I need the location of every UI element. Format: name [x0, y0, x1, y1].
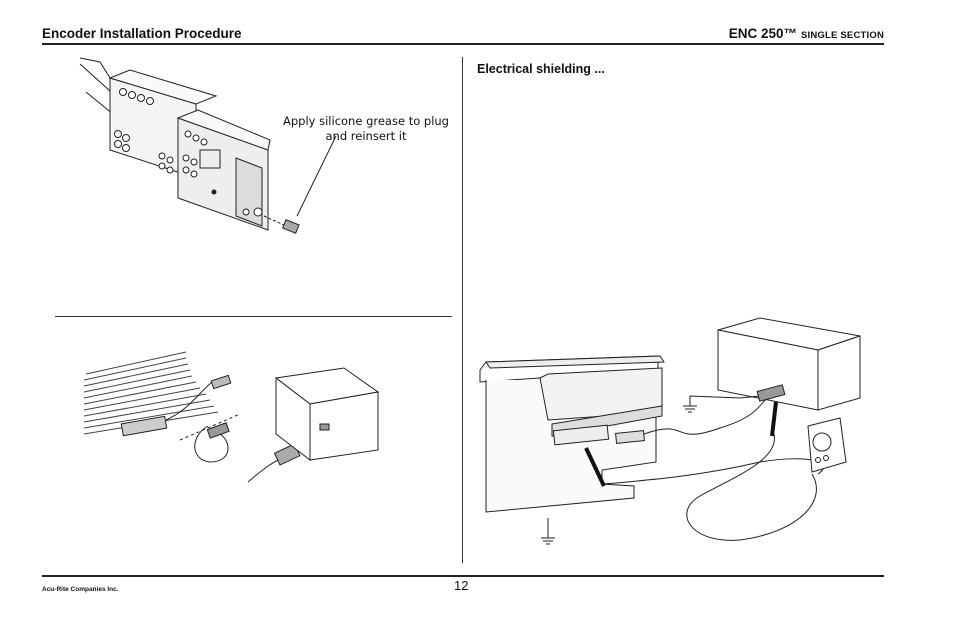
column-divider [462, 57, 463, 563]
footer-rule [42, 575, 884, 577]
encoder-end-illustration [79, 57, 337, 234]
product-subtitle: SINGLE SECTION [800, 30, 884, 41]
section-divider [55, 316, 452, 317]
header-rule [42, 43, 884, 45]
document-title: Encoder Installation Procedure [42, 26, 242, 41]
page-number: 12 [454, 578, 469, 593]
shielding-illustration [479, 317, 861, 545]
section-heading: Electrical shielding ... [477, 62, 605, 76]
cable-connection-illustration [83, 351, 380, 483]
company-name: Acu-Rite Companies Inc. [42, 586, 119, 593]
product-name: ENC 250™ [728, 26, 797, 41]
callout-text: Apply silicone grease to plug and reinse… [283, 114, 449, 143]
